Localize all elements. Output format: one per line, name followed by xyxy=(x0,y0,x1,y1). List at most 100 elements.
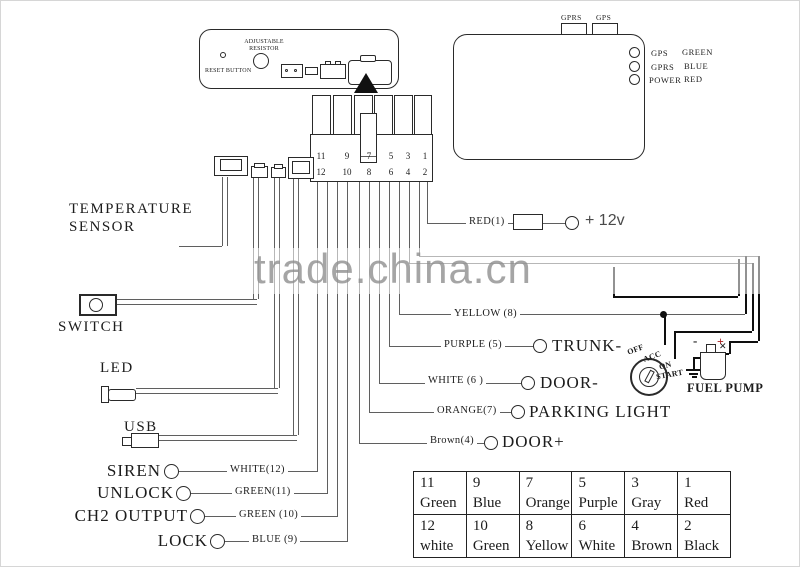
wire xyxy=(729,341,758,343)
gps-port-label: GPS xyxy=(596,13,612,22)
wire xyxy=(427,182,428,223)
wire xyxy=(293,179,299,435)
gps-unit-box xyxy=(453,34,645,160)
pin-number: 1 xyxy=(422,151,428,161)
terminal-ring xyxy=(533,339,547,353)
gprs-port-label: GPRS xyxy=(561,13,582,22)
connector-latch xyxy=(360,113,377,163)
siren-label: SIREN xyxy=(106,461,161,480)
terminal-ring xyxy=(521,376,535,390)
wire-label-green11: GREEN(11) xyxy=(232,486,294,497)
plus-12v-label: + 12v xyxy=(585,212,625,229)
pin-number: 9 xyxy=(344,151,350,161)
door-plus-label: DOOR+ xyxy=(502,432,565,451)
fuel-pump-body xyxy=(700,352,726,380)
pin-number: 6 xyxy=(388,167,394,177)
plug-bump xyxy=(360,55,376,62)
temperature-sensor-label: TEMPERATURE xyxy=(69,201,194,217)
door-minus-label: DOOR- xyxy=(540,373,599,392)
inline-connector-1 xyxy=(281,64,303,78)
harness-plug-b-inner xyxy=(254,163,265,168)
pin-number: 5 xyxy=(388,151,394,161)
adjustable-resistor-knob xyxy=(253,53,269,69)
wire xyxy=(337,182,338,516)
switch-button xyxy=(89,298,103,312)
pin-number: 11 xyxy=(316,151,326,161)
led-body xyxy=(108,389,136,401)
ch2-output-label: CH2 OUTPUT xyxy=(74,506,188,525)
wire xyxy=(674,331,752,333)
led-color: BLUE xyxy=(684,61,709,71)
gps-led xyxy=(629,47,640,58)
harness-plug-d-inner xyxy=(292,161,310,174)
wire-label-white12: WHITE(12) xyxy=(227,464,288,475)
trunk-label: TRUNK- xyxy=(552,336,623,355)
wire xyxy=(136,388,278,394)
wire-label-red1: RED(1) xyxy=(466,216,508,227)
pin-number: 7 xyxy=(366,151,372,161)
connector-pin xyxy=(312,95,331,135)
wire xyxy=(369,182,370,412)
led-color: GREEN xyxy=(682,47,713,57)
reset-button-dot xyxy=(220,52,226,58)
gprs-port xyxy=(561,23,587,35)
adjustable-resistor-label: ADJUSTABLE RESISTOR xyxy=(244,39,284,52)
wire xyxy=(327,182,328,493)
wire xyxy=(419,182,420,256)
connector-pin xyxy=(394,95,413,135)
watermark-text: trade.china.cn xyxy=(254,245,532,292)
junction-dot xyxy=(660,311,667,318)
harness-plug-a-inner xyxy=(220,159,242,171)
terminal-ring xyxy=(190,509,205,524)
wire-label-green10: GREEN (10) xyxy=(236,509,302,520)
connector-pin-dot xyxy=(285,69,288,72)
ground-symbol xyxy=(692,376,697,378)
fuse xyxy=(513,214,543,230)
wire xyxy=(399,314,745,315)
terminal-ring xyxy=(210,534,225,549)
connector-notch xyxy=(325,61,331,65)
terminal-ring xyxy=(511,405,525,419)
pin-number: 10 xyxy=(342,167,352,177)
ground-symbol xyxy=(686,369,700,371)
temperature-sensor-label2: SENSOR xyxy=(69,219,136,235)
wire-label-orange7: ORANGE(7) xyxy=(434,405,500,416)
switch-label: SWITCH xyxy=(58,319,125,335)
power-led xyxy=(629,74,640,85)
lock-label: LOCK xyxy=(157,531,208,550)
led-name: POWER xyxy=(649,75,682,85)
connector-pin xyxy=(333,95,352,135)
wire xyxy=(752,263,754,331)
pin-number: 4 xyxy=(405,167,411,177)
wire xyxy=(159,435,297,441)
connector-notch xyxy=(335,61,341,65)
ground-symbol xyxy=(689,373,698,375)
wire xyxy=(664,314,666,345)
terminal-ring xyxy=(484,436,498,450)
harness-plug-c-inner xyxy=(274,164,283,169)
wire xyxy=(222,177,228,246)
parking-light-label: PARKING LIGHT xyxy=(529,402,672,421)
usb-connector xyxy=(131,433,159,448)
wire xyxy=(317,182,318,471)
led-label: LED xyxy=(100,360,134,376)
wire xyxy=(359,443,484,444)
usb-label: USB xyxy=(124,419,158,435)
cut-mark-wire xyxy=(729,342,731,354)
led-name: GPRS xyxy=(651,62,675,72)
wire xyxy=(253,178,259,299)
fuel-pump-plus: + xyxy=(717,334,724,348)
